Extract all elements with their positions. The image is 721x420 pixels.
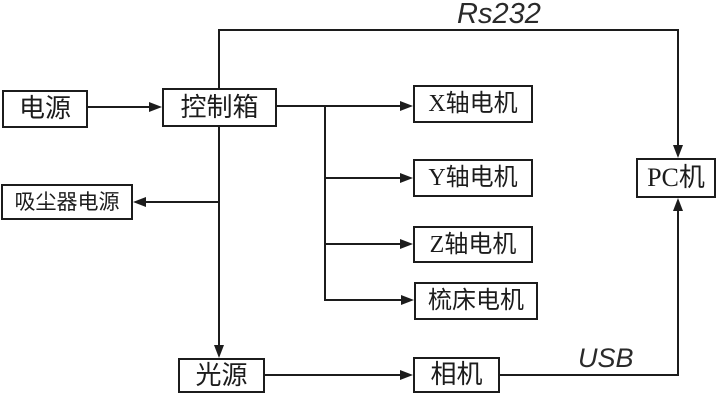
arrowhead-into-camera-icon [400,370,413,380]
arrowhead-into-ymotor-icon [400,173,413,183]
connector-usb-pc-vertical [677,209,679,376]
connector-power-control [87,106,151,108]
connector-branch-zmotor [324,243,402,245]
arrowhead-into-vacuum-icon [133,197,146,207]
arrowhead-into-pc-bottom-icon [673,198,683,211]
connector-rs232-pc-vertical [677,29,679,147]
connector-control-vacuum [145,201,219,203]
connector-branch-ymotor [324,177,402,179]
node-light-source: 光源 [178,358,265,393]
connector-control-xmotor [277,105,402,107]
arrowhead-into-zmotor-icon [400,239,413,249]
arrowhead-into-xmotor-icon [400,101,413,111]
usb-label: USB [578,343,634,373]
node-pc: PC机 [636,158,716,198]
rs232-label: Rs232 [457,0,541,30]
connector-rs232-horizontal [218,29,679,31]
node-comb-motor: 梳床电机 [414,282,538,320]
node-z-motor: Z轴电机 [413,226,533,263]
connector-light-camera [265,374,402,376]
connector-control-light-vertical [218,127,220,347]
arrowhead-into-light-icon [214,345,224,358]
arrowhead-into-control-icon [149,102,162,112]
arrowhead-into-combmotor-icon [401,295,414,305]
node-control-box: 控制箱 [162,88,277,127]
connector-camera-usb-horizontal [500,374,679,376]
arrowhead-into-pc-top-icon [673,145,683,158]
node-x-motor: X轴电机 [413,85,533,123]
node-power: 电源 [2,90,88,128]
connector-control-rs232-vertical [218,29,220,89]
connector-branch-trunk-vertical [324,105,326,301]
connector-branch-combmotor [324,299,403,301]
node-vacuum-power: 吸尘器电源 [1,184,133,220]
node-y-motor: Y轴电机 [413,159,533,197]
node-camera: 相机 [413,357,500,393]
